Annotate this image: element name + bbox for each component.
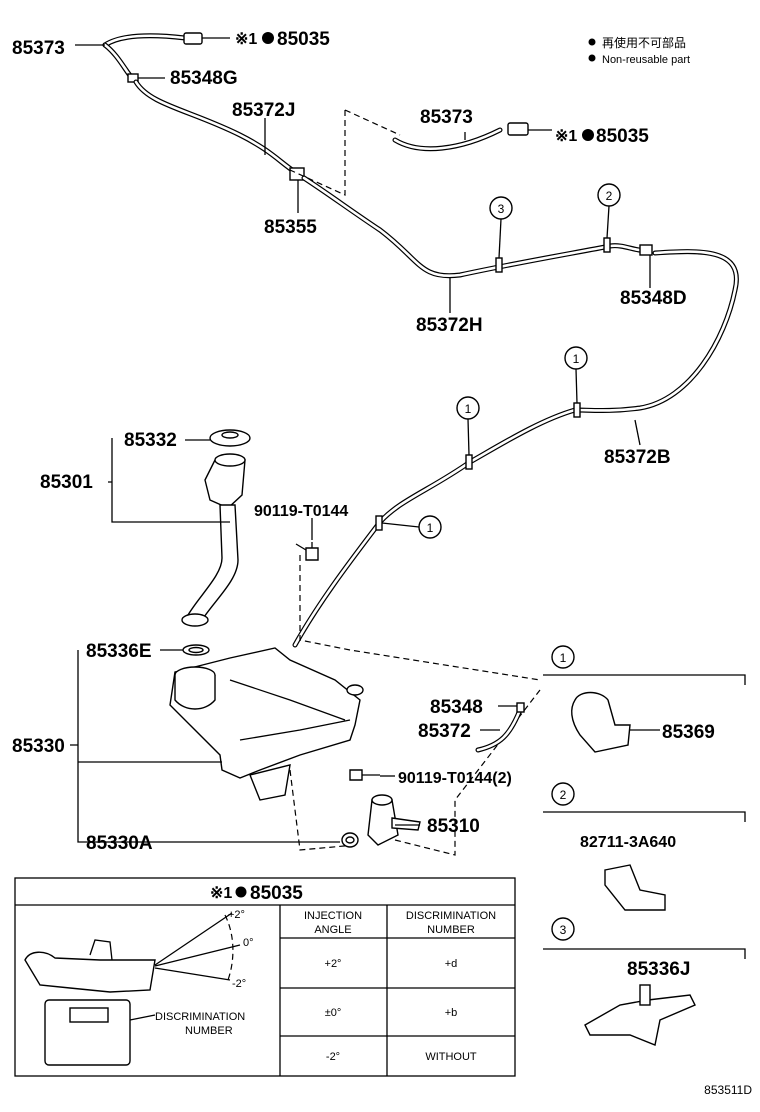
col2-header: DISCRIMINATION <box>406 910 496 922</box>
label-85332: 85332 <box>124 430 177 451</box>
discrimination-label-l2: NUMBER <box>185 1025 233 1037</box>
clamp-1b <box>465 454 473 470</box>
row2-angle: ±0° <box>325 1007 342 1019</box>
filler-assembly <box>181 429 251 656</box>
legend-jp: 再使用不可部品 <box>602 35 686 50</box>
non-reusable-dot-icon <box>582 129 594 141</box>
detail-panels: 1 2 3 <box>543 645 746 1046</box>
bolt-90119-top <box>305 547 319 561</box>
label-85336E: 85336E <box>86 641 152 662</box>
joint-85348 <box>516 702 525 713</box>
col1-header: INJECTION <box>304 910 362 922</box>
pump-assembly <box>341 702 525 848</box>
non-reusable-dot-icon <box>262 32 274 44</box>
bolt-90119-bottom <box>349 769 363 781</box>
label-82711: 82711-3A640 <box>580 834 676 851</box>
detail-callout-3 <box>551 917 575 941</box>
label-85373-mid: 85373 <box>420 107 473 128</box>
tank-bracket <box>249 764 291 801</box>
dashed-guide <box>289 109 401 196</box>
label-90119-top: 90119-T0144 <box>254 503 348 520</box>
label-85369: 85369 <box>662 722 715 743</box>
part-labels: 85373 ※1 85035 85348G 85372J 85373 ※1 85… <box>12 29 715 980</box>
label-85310: 85310 <box>427 816 480 837</box>
joint-85348D <box>639 244 653 256</box>
label-85372B: 85372B <box>604 447 671 468</box>
clamp-2 <box>603 237 611 253</box>
label-85330A: 85330A <box>86 833 153 854</box>
row2-number: +b <box>445 1007 458 1019</box>
table-prefix: ※1 <box>210 885 232 902</box>
tank-85330 <box>169 647 361 779</box>
washer-tank <box>169 542 541 856</box>
row3-number: WITHOUT <box>425 1051 477 1063</box>
nozzle-85035-mid <box>507 122 529 136</box>
label-85372: 85372 <box>418 721 471 742</box>
svg-text:2: 2 <box>606 189 613 203</box>
diagram-code: 853511D <box>704 1083 752 1097</box>
label-85348: 85348 <box>430 697 483 718</box>
svg-text:※1: ※1 <box>235 31 257 48</box>
table-title: 85035 <box>250 883 303 904</box>
detail-callout-2 <box>551 782 575 806</box>
nozzle-illustration <box>24 951 156 993</box>
hose-85372H <box>301 175 651 279</box>
detail-table: ※1 85035 INJECTION ANGLE DISCRIMINATION … <box>14 877 516 1077</box>
svg-text:ANGLE: ANGLE <box>314 924 351 936</box>
leaders <box>70 44 651 843</box>
table-frame <box>14 877 516 1077</box>
discrimination-label-l1: DISCRIMINATION <box>155 1011 245 1023</box>
svg-text:1: 1 <box>465 402 472 416</box>
connector-illustration <box>44 999 131 1066</box>
svg-text:-2°: -2° <box>232 978 246 990</box>
svg-text:NUMBER: NUMBER <box>427 924 475 936</box>
svg-text:2: 2 <box>560 788 567 802</box>
legend-bullet-icon <box>588 54 596 62</box>
label-85336J: 85336J <box>627 959 690 980</box>
clamp-1c <box>375 515 383 531</box>
label-85035-top: 85035 <box>277 29 330 50</box>
row1-number: +d <box>445 958 458 970</box>
label-85348G: 85348G <box>170 68 238 89</box>
label-85372J: 85372J <box>232 100 295 121</box>
label-90119-bottom: 90119-T0144(2) <box>398 770 512 787</box>
svg-text:3: 3 <box>498 202 505 216</box>
legend-en: Non-reusable part <box>602 54 690 66</box>
label-85035-mid: 85035 <box>596 126 649 147</box>
filler-neck-85301 <box>204 459 246 509</box>
legend-bullet-icon <box>588 38 596 46</box>
svg-text:1: 1 <box>560 651 567 665</box>
svg-text:3: 3 <box>560 923 567 937</box>
clamp-85369 <box>571 691 631 753</box>
clamp-3 <box>495 257 503 273</box>
label-85355: 85355 <box>264 217 317 238</box>
svg-text:1: 1 <box>427 521 434 535</box>
label-85348D: 85348D <box>620 288 687 309</box>
dashed-guide <box>299 555 541 681</box>
legend: 再使用不可部品 Non-reusable part <box>588 35 690 66</box>
clip-82711 <box>604 864 666 911</box>
row1-angle: +2° <box>325 958 342 970</box>
label-85372H: 85372H <box>416 315 483 336</box>
non-reusable-dot-icon <box>235 886 247 898</box>
nozzle-85035-top <box>183 32 203 45</box>
svg-text:0°: 0° <box>243 937 254 949</box>
clamp-1a <box>573 402 581 418</box>
upper-hoses <box>102 32 739 648</box>
detail-callout-1 <box>551 645 575 669</box>
label-85301: 85301 <box>40 472 93 493</box>
callouts: 3 2 1 1 1 <box>381 183 621 539</box>
svg-text:※1: ※1 <box>555 128 577 145</box>
row3-angle: -2° <box>326 1051 340 1063</box>
svg-text:1: 1 <box>573 352 580 366</box>
clamp-85336J <box>584 994 696 1046</box>
label-85373-top: 85373 <box>12 38 65 59</box>
svg-text:+2°: +2° <box>228 909 245 921</box>
hose-85372J <box>133 79 298 175</box>
label-85330: 85330 <box>12 736 65 757</box>
